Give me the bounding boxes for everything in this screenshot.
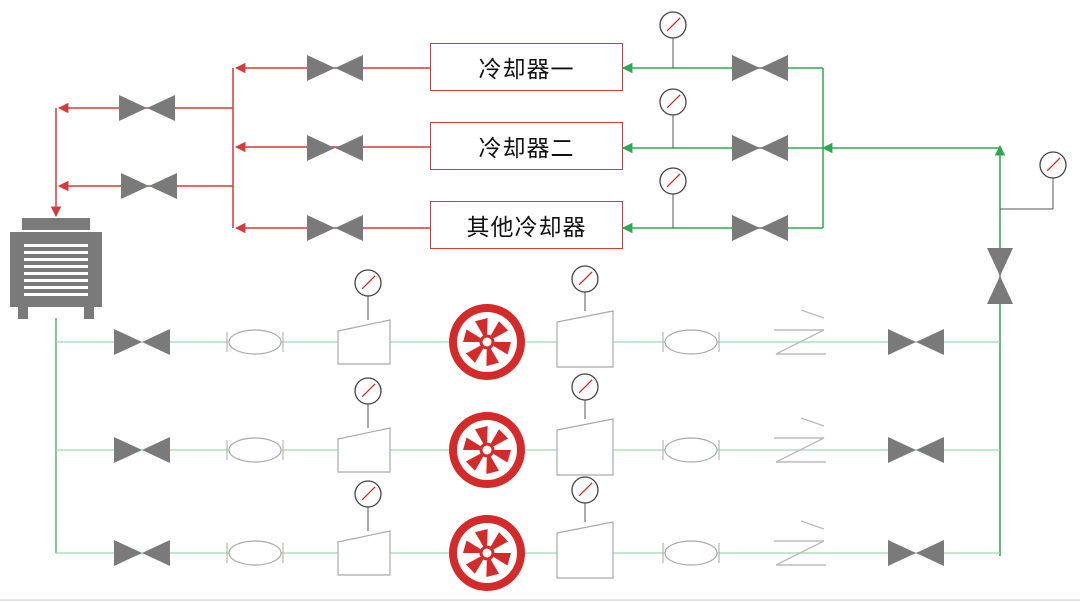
valve-icon [307, 215, 363, 241]
valve-icon [732, 55, 788, 81]
valve-icon [888, 329, 944, 355]
fan-icon [449, 304, 525, 380]
pressure-gauge-icon [1039, 151, 1067, 179]
vertical-valve-icon [987, 248, 1013, 304]
valve-icon [114, 437, 170, 463]
heat-exchanger-icon [226, 540, 284, 566]
heat-exchanger-icon [226, 437, 284, 463]
heat-exchanger-icon [662, 540, 720, 566]
filter-icon [774, 417, 826, 463]
other-cooler-label: 其他冷却器 [430, 201, 623, 249]
heat-exchanger-icon [662, 437, 720, 463]
cooler-2-label: 冷却器二 [430, 122, 623, 170]
compressor-icon [337, 427, 391, 473]
valve-icon [119, 95, 175, 121]
pressure-gauge-icon [659, 11, 687, 68]
compressor-icon [556, 521, 614, 579]
pressure-gauge-icon [354, 480, 382, 531]
cooler-2-text: 冷却器二 [478, 136, 575, 162]
valve-icon [307, 135, 363, 161]
pressure-gauge-icon [659, 167, 687, 228]
pressure-gauge-icon [571, 373, 599, 419]
valve-icon [732, 215, 788, 241]
compressor-icon [556, 310, 614, 368]
valve-icon [888, 437, 944, 463]
pressure-gauge-icon [354, 377, 382, 428]
bottom-divider [0, 599, 1080, 601]
fan-icon [449, 412, 525, 488]
filter-icon [774, 309, 826, 355]
fan-icon [449, 515, 525, 591]
other-cooler-text: 其他冷却器 [466, 215, 587, 241]
filter-icon [774, 520, 826, 566]
valve-icon [121, 173, 177, 199]
pressure-gauge-icon [659, 88, 687, 148]
pressure-gauge-icon [571, 265, 599, 311]
heat-exchanger-icon [662, 329, 720, 355]
pressure-gauge-icon [354, 269, 382, 320]
valve-icon [888, 540, 944, 566]
cooler-1-label: 冷却器一 [430, 43, 623, 91]
compressor-icon [556, 418, 614, 476]
valve-icon [114, 540, 170, 566]
compressor-icon [337, 319, 391, 365]
valve-icon [307, 55, 363, 81]
valve-icon [732, 135, 788, 161]
cooling-tower-icon [10, 218, 102, 319]
valve-icon [114, 329, 170, 355]
cooler-1-text: 冷却器一 [478, 57, 575, 83]
pressure-gauge-icon [571, 476, 599, 522]
compressor-icon [337, 530, 391, 576]
heat-exchanger-icon [226, 329, 284, 355]
